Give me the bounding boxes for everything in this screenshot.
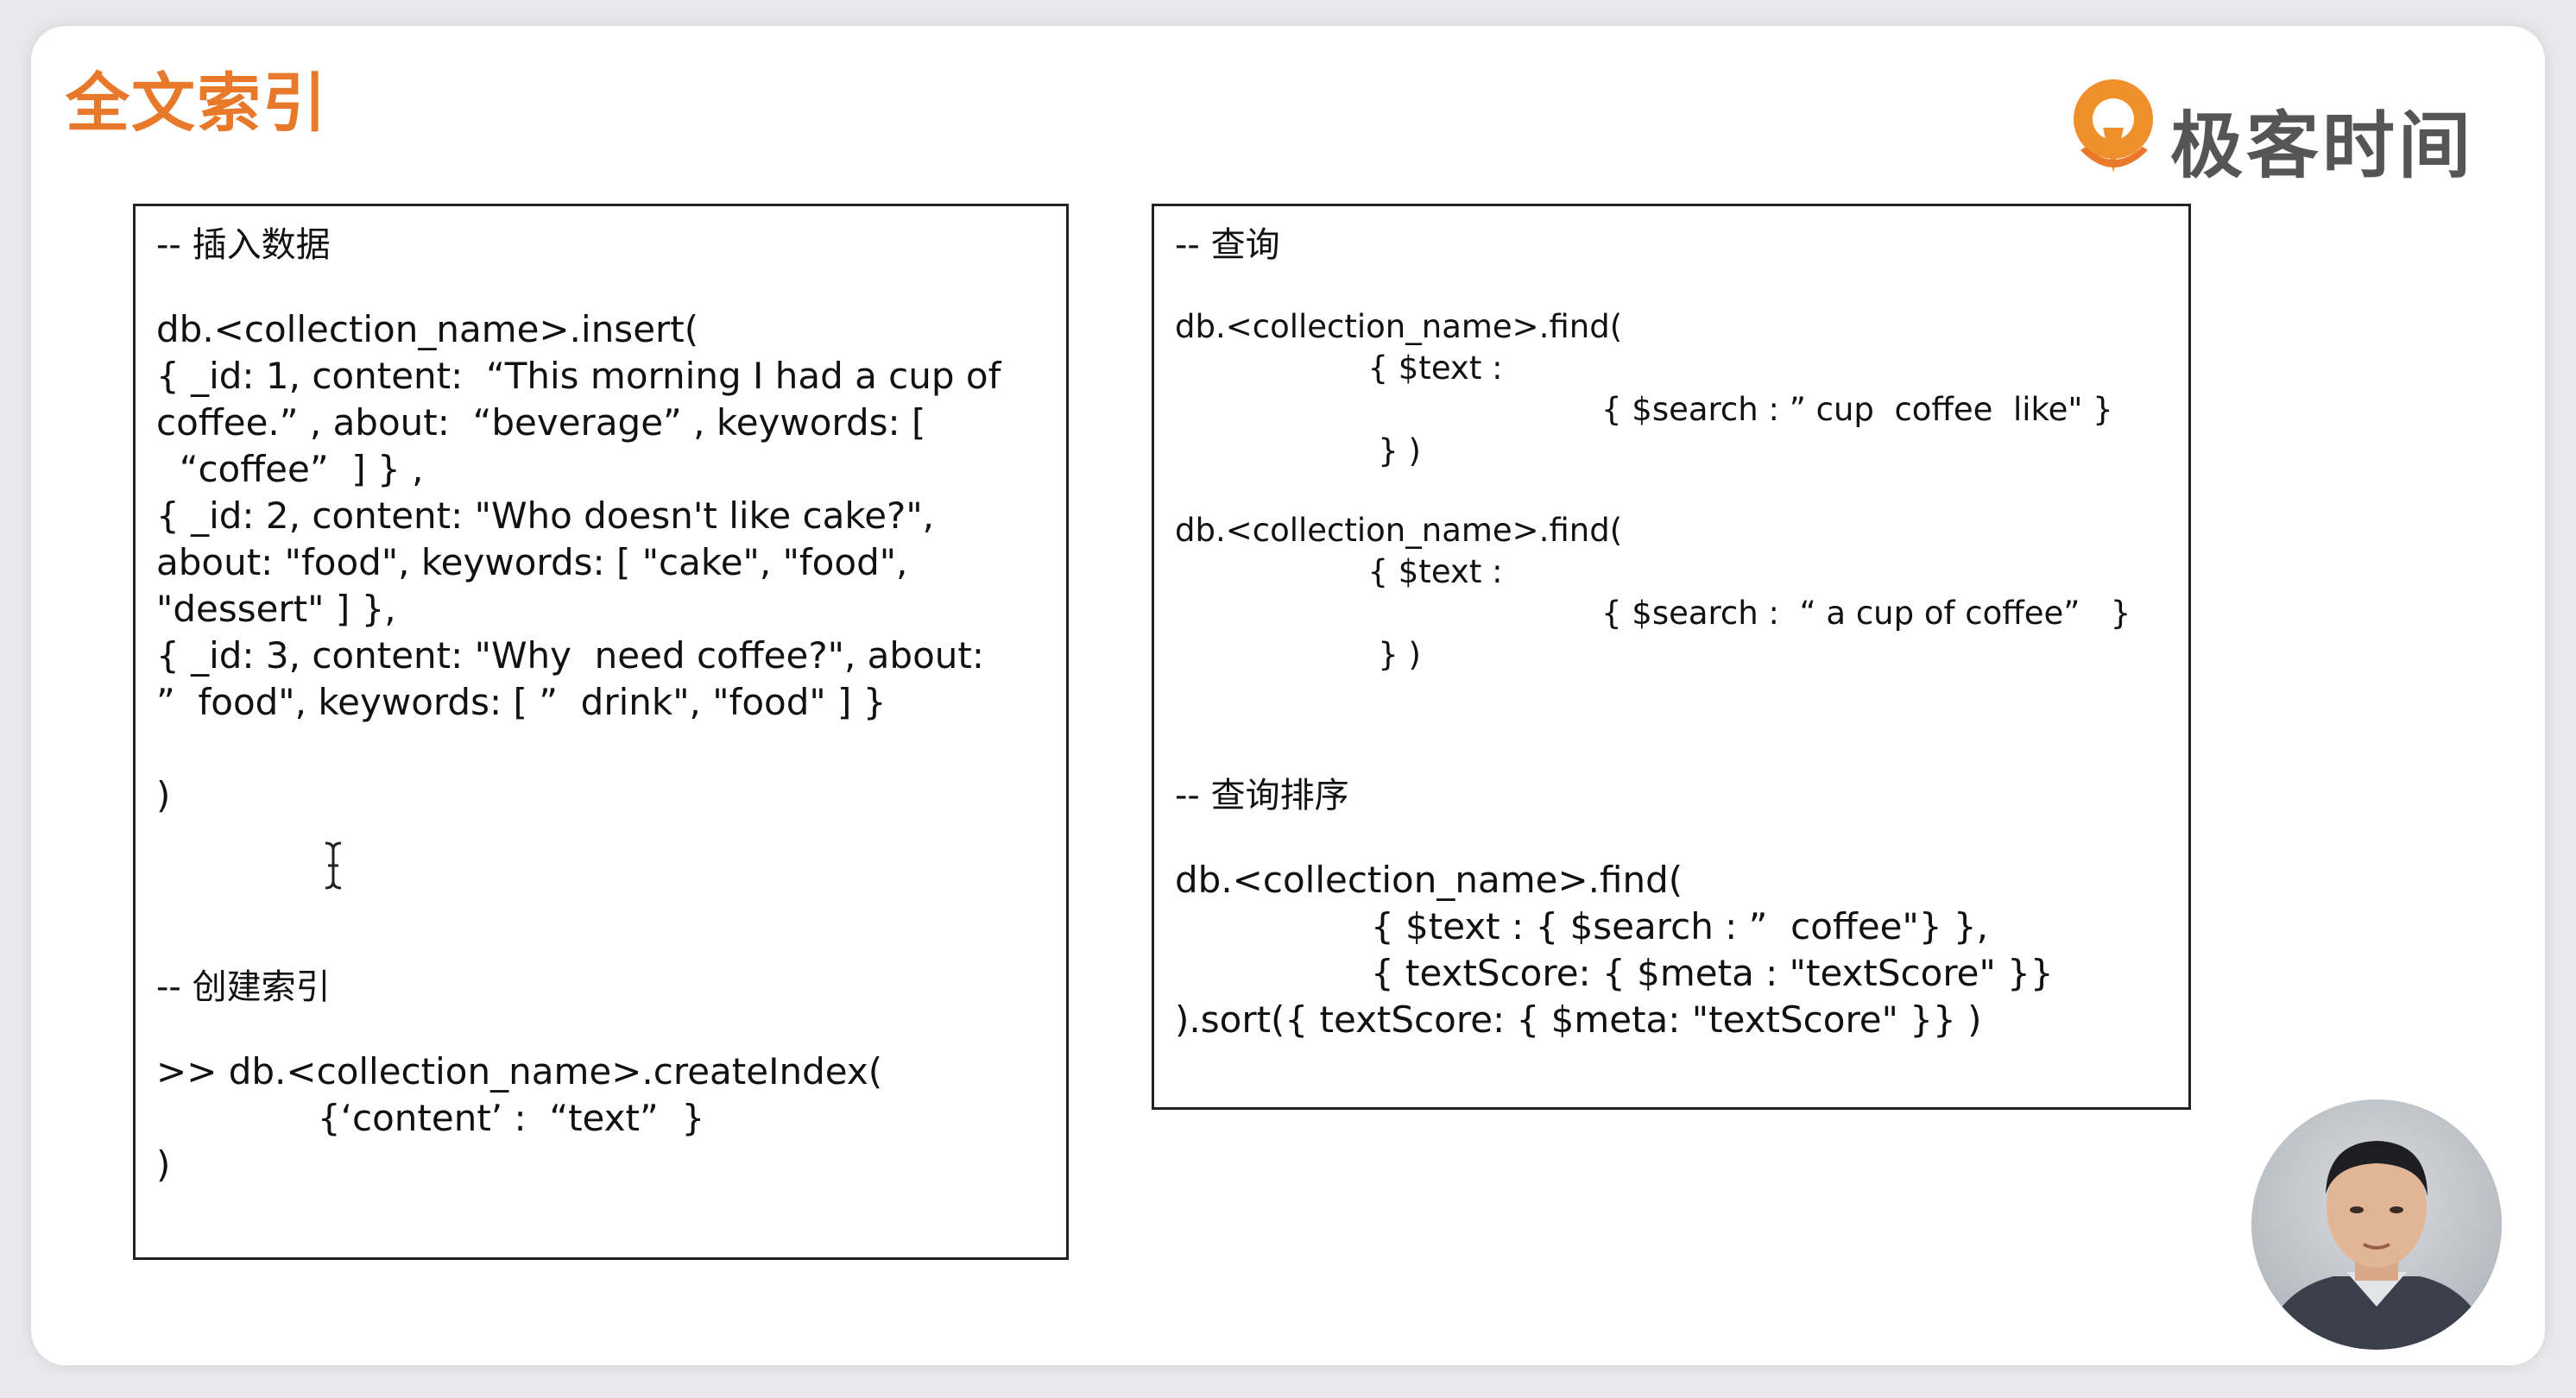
code-line: db.<collection_name>.find( <box>1175 859 1683 901</box>
code-line: } ) <box>1175 432 1421 469</box>
code-line: db.<collection_name>.find( <box>1175 308 1623 345</box>
presenter-illustration <box>2260 1141 2493 1350</box>
code-line: >> db.<collection_name>.createIndex( <box>156 1050 883 1093</box>
geektime-logo-icon <box>2074 79 2153 173</box>
brand-name: 极客时间 <box>2170 104 2475 188</box>
code-line: { $search : “ a cup of coffee” } <box>1175 595 2131 632</box>
code-line: { $text : <box>1175 553 1503 590</box>
code-line: { $text : <box>1175 350 1503 387</box>
code-line: ).sort({ textScore: { $meta: "textScore"… <box>1175 998 1982 1041</box>
code-line: about: "food", keywords: [ "cake", "food… <box>156 541 908 583</box>
query-header: -- 查询 <box>1175 225 1280 265</box>
code-line: { textScore: { $meta : "textScore" }} <box>1175 952 2054 994</box>
code-line: "dessert" ] }, <box>156 588 396 630</box>
code-line: { $text : { $search : ” coffee"} }, <box>1175 905 1988 948</box>
create-index-header: -- 创建索引 <box>156 967 331 1007</box>
code-line: ) <box>156 774 171 816</box>
code-line: ) <box>156 1143 171 1186</box>
code-line: { _id: 1, content: “This morning I had a… <box>156 355 1001 397</box>
code-line: coffee.” , about: “beverage” , keywords:… <box>156 401 926 444</box>
code-line: {‘content’ : “text” } <box>156 1097 705 1139</box>
brand: 极客时间 <box>2068 66 2517 195</box>
slide: 全文索引 极客时间 -- 插入数据 db.<collection_name>.i… <box>31 26 2545 1365</box>
insert-header: -- 插入数据 <box>156 225 331 265</box>
code-line: } ) <box>1175 636 1421 673</box>
text-cursor-icon <box>325 841 342 890</box>
presenter-avatar <box>2251 1099 2502 1350</box>
slide-title: 全文索引 <box>66 66 328 141</box>
code-line: { $search : ” cup coffee like" } <box>1175 391 2113 428</box>
query-code-panel: -- 查询 db.<collection_name>.find( { $text… <box>1152 204 2191 1110</box>
insert-code-panel: -- 插入数据 db.<collection_name>.insert( { _… <box>133 204 1069 1260</box>
code-line: db.<collection_name>.find( <box>1175 512 1623 549</box>
sort-header: -- 查询排序 <box>1175 776 1349 816</box>
code-line: { _id: 2, content: "Who doesn't like cak… <box>156 494 935 537</box>
code-line: { _id: 3, content: "Why need coffee?", a… <box>156 634 985 677</box>
code-line: db.<collection_name>.insert( <box>156 308 699 350</box>
code-line: “coffee” ] } , <box>156 448 424 490</box>
code-line: ” food", keywords: [ ” drink", "food" ] … <box>156 681 887 723</box>
